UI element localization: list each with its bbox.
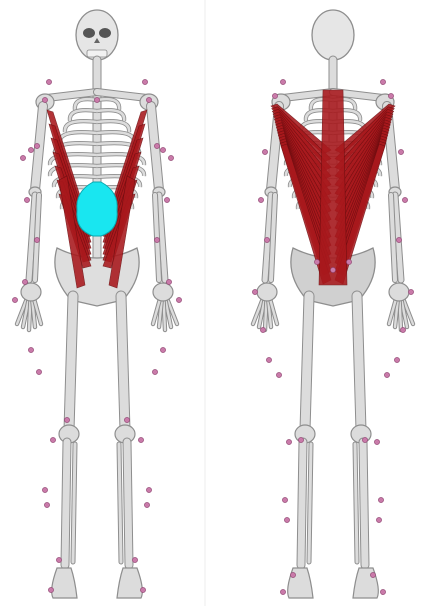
marker-dot — [394, 357, 399, 362]
marker-dot — [124, 417, 129, 422]
marker-dot — [168, 155, 173, 160]
tibia-right — [127, 442, 129, 565]
marker-dot — [42, 487, 47, 492]
marker-dot — [46, 79, 51, 84]
marker-dot — [160, 347, 165, 352]
marker-dot — [64, 417, 69, 422]
marker-dot — [142, 79, 147, 84]
marker-dot — [380, 589, 385, 594]
marker-dot — [176, 297, 181, 302]
marker-dot — [160, 147, 165, 152]
hand-right — [153, 283, 173, 301]
marker-dot — [330, 267, 335, 272]
marker-dot — [166, 279, 171, 284]
marker-dot — [286, 439, 291, 444]
marker-dot — [380, 79, 385, 84]
marker-dot — [370, 572, 375, 577]
marker-dot — [388, 93, 393, 98]
femur-left — [69, 296, 73, 430]
marker-dot — [146, 487, 151, 492]
marker-dot — [280, 589, 285, 594]
marker-dot — [42, 97, 47, 102]
fibula-left — [73, 444, 75, 562]
marker-dot — [276, 372, 281, 377]
marker-dot — [272, 93, 277, 98]
marker-dot — [138, 437, 143, 442]
marker-dot — [396, 237, 401, 242]
marker-dot — [36, 369, 41, 374]
marker-dot — [144, 502, 149, 507]
marker-dot — [408, 289, 413, 294]
marker-dot — [140, 587, 145, 592]
fibula-right — [119, 444, 121, 562]
marker-dot — [12, 297, 17, 302]
eye-socket-left — [83, 28, 95, 38]
tibia-left — [301, 442, 303, 565]
tibia-left — [65, 442, 67, 565]
hand-left — [257, 283, 277, 301]
skull — [312, 10, 354, 60]
highlighted-abdominal-region — [77, 182, 117, 236]
marker-dot — [266, 357, 271, 362]
marker-dot — [56, 557, 61, 562]
marker-dot — [34, 237, 39, 242]
marker-dot — [378, 497, 383, 502]
marker-dot — [280, 79, 285, 84]
fibula-left — [309, 444, 311, 562]
marker-dot — [252, 289, 257, 294]
marker-dot — [164, 197, 169, 202]
marker-dot — [376, 517, 381, 522]
marker-dot — [34, 143, 39, 148]
marker-dot — [22, 279, 27, 284]
marker-dot — [154, 143, 159, 148]
femur-left — [305, 296, 309, 430]
marker-dot — [346, 259, 351, 264]
marker-dot — [264, 237, 269, 242]
marker-dot — [362, 437, 367, 442]
marker-dot — [132, 557, 137, 562]
marker-dot — [44, 502, 49, 507]
tibia-right — [363, 442, 365, 565]
marker-dot — [400, 327, 405, 332]
marker-dot — [260, 327, 265, 332]
marker-dot — [314, 259, 319, 264]
fibula-right — [355, 444, 357, 562]
marker-dot — [298, 437, 303, 442]
marker-dot — [374, 439, 379, 444]
marker-dot — [154, 237, 159, 242]
hand-left — [21, 283, 41, 301]
marker-dot — [94, 97, 99, 102]
hand-right — [389, 283, 409, 301]
marker-dot — [152, 369, 157, 374]
marker-dot — [146, 97, 151, 102]
marker-dot — [20, 155, 25, 160]
marker-dot — [284, 517, 289, 522]
marker-dot — [28, 147, 33, 152]
eye-socket-right — [99, 28, 111, 38]
marker-dot — [262, 149, 267, 154]
marker-dot — [398, 149, 403, 154]
marker-dot — [384, 372, 389, 377]
marker-dot — [24, 197, 29, 202]
femur-right — [357, 296, 361, 430]
marker-dot — [48, 587, 53, 592]
femur-right — [121, 296, 125, 430]
marker-dot — [402, 197, 407, 202]
marker-dot — [258, 197, 263, 202]
marker-dot — [282, 497, 287, 502]
marker-dot — [50, 437, 55, 442]
marker-dot — [290, 572, 295, 577]
erector-spinae — [319, 90, 347, 285]
marker-dot — [28, 347, 33, 352]
